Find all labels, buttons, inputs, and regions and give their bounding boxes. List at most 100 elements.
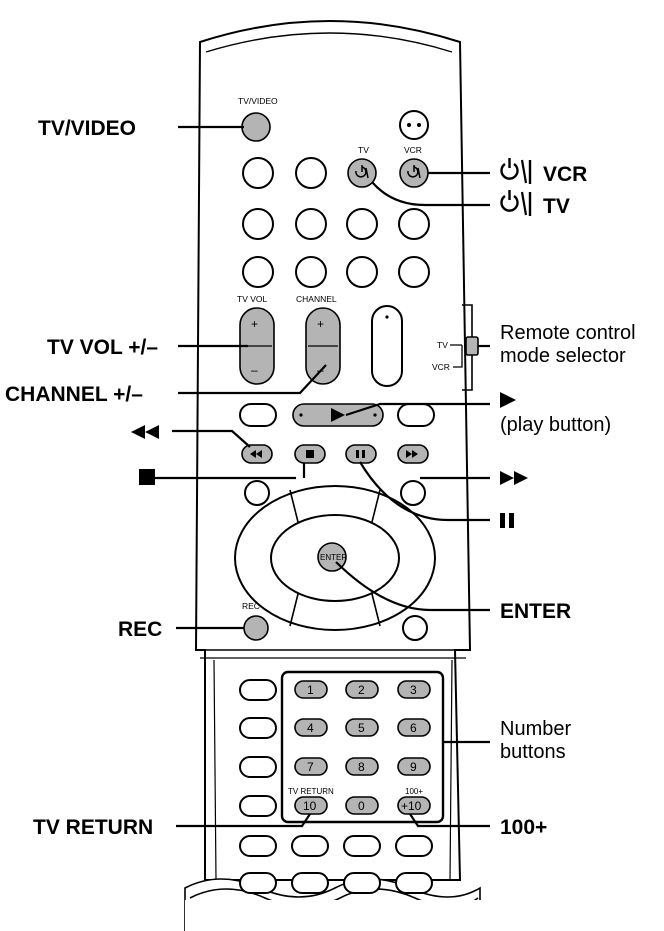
rec-button[interactable]	[243, 615, 269, 641]
enter-small-label: ENTER	[320, 553, 347, 562]
jog-button[interactable]	[371, 305, 403, 387]
sensor-window	[399, 110, 429, 140]
callout-number-line2: buttons	[500, 741, 566, 763]
number-button-2[interactable]	[345, 680, 379, 699]
number-button-6[interactable]	[397, 718, 431, 737]
switch-vcr-label: VCR	[432, 362, 450, 372]
button-r2-3[interactable]	[346, 208, 378, 240]
left-button-2[interactable]	[239, 717, 277, 739]
number-label-5: 5	[358, 721, 365, 735]
bottom-row2-button-2[interactable]	[291, 872, 329, 894]
number-label-plus10: +10	[401, 799, 422, 813]
pause-callout-icon	[500, 513, 514, 528]
rec-small-label: REC	[242, 601, 260, 611]
number-label-6: 6	[410, 721, 417, 735]
button-r3-4[interactable]	[398, 256, 430, 288]
number-button-5[interactable]	[345, 718, 379, 737]
channel-plus-sign: +	[317, 317, 324, 331]
power-vcr-callout-icon	[500, 158, 532, 184]
stop-button[interactable]	[294, 444, 326, 464]
callout-mode-selector-line1: Remote control	[500, 322, 636, 344]
number-label-4: 4	[307, 721, 314, 735]
pause-button[interactable]	[345, 444, 377, 464]
bottom-row2-button-1[interactable]	[239, 872, 277, 894]
fast-forward-button[interactable]	[397, 444, 429, 464]
button-below-rewind[interactable]	[244, 480, 270, 506]
tv-vol-plus-sign: +	[251, 317, 258, 331]
number-label-9: 9	[410, 760, 417, 774]
left-button-3[interactable]	[239, 756, 277, 778]
callout-tv-vol: TV VOL +/–	[47, 336, 158, 359]
tv-vol-minus-sign: –	[251, 363, 258, 377]
switch-tv-label: TV	[437, 340, 448, 350]
bottom-row2-button-3[interactable]	[343, 872, 381, 894]
callout-mode-selector-line2: mode selector	[500, 345, 626, 367]
callout-play-line2: (play button)	[500, 414, 611, 436]
tv-return-button[interactable]	[294, 796, 328, 815]
vcr-power-button[interactable]	[399, 158, 429, 188]
callout-tv-return: TV RETURN	[33, 816, 153, 839]
channel-small-label: CHANNEL	[296, 294, 337, 304]
tv-video-small-label: TV/VIDEO	[238, 96, 278, 106]
callout-power-tv: TV	[543, 195, 570, 218]
number-label-1: 1	[307, 683, 314, 697]
button-below-nav-right[interactable]	[402, 615, 428, 641]
leader-lines	[155, 125, 490, 828]
number-button-9[interactable]	[397, 757, 431, 776]
number-button-3[interactable]	[397, 680, 431, 699]
play-callout-icon	[500, 392, 516, 408]
rewind-callout-icon	[131, 425, 159, 439]
bottom-row1-button-1[interactable]	[239, 835, 277, 857]
bottom-row2-button-4[interactable]	[395, 872, 433, 894]
number-button-1[interactable]	[294, 680, 328, 699]
button-r3-3[interactable]	[346, 256, 378, 288]
vcr-power-small-label: VCR	[404, 145, 422, 155]
callout-rec: REC	[118, 618, 162, 641]
button-r2-1[interactable]	[242, 208, 274, 240]
hundred-plus-small-label: 100+	[405, 787, 423, 796]
left-button-1[interactable]	[239, 679, 277, 701]
tv-power-button[interactable]	[347, 158, 377, 188]
channel-rocker[interactable]	[305, 307, 341, 385]
callout-hundred-plus: 100+	[500, 816, 547, 839]
bottom-row1-button-3[interactable]	[343, 835, 381, 857]
number-button-8[interactable]	[345, 757, 379, 776]
bottom-row1-button-2[interactable]	[291, 835, 329, 857]
left-button-4[interactable]	[239, 795, 277, 817]
button-r2-2[interactable]	[295, 208, 327, 240]
number-buttons	[294, 680, 431, 815]
number-label-10: 10	[303, 799, 317, 813]
hundred-plus-button[interactable]	[397, 796, 431, 815]
button-r3-1[interactable]	[242, 256, 274, 288]
button-transport-left[interactable]	[239, 403, 277, 427]
button-below-ff[interactable]	[400, 480, 426, 506]
mode-selector-switch[interactable]	[465, 336, 479, 356]
button-r1-1[interactable]	[242, 157, 274, 189]
button-r3-2[interactable]	[295, 256, 327, 288]
ff-callout-icon	[500, 471, 528, 485]
number-label-3: 3	[410, 683, 417, 697]
callout-channel: CHANNEL +/–	[5, 383, 143, 406]
tv-vol-small-label: TV VOL	[237, 294, 268, 304]
stop-callout-icon	[139, 469, 155, 485]
number-button-4[interactable]	[294, 718, 328, 737]
callout-enter: ENTER	[500, 600, 571, 623]
number-label-7: 7	[307, 760, 314, 774]
number-button-7[interactable]	[294, 757, 328, 776]
number-label-8: 8	[358, 760, 365, 774]
button-r1-2[interactable]	[295, 157, 327, 189]
tv-power-small-label: TV	[358, 145, 369, 155]
number-label-2: 2	[358, 683, 365, 697]
rewind-button[interactable]	[241, 444, 273, 464]
button-r2-4[interactable]	[398, 208, 430, 240]
power-tv-callout-icon	[500, 190, 532, 216]
bottom-row1-button-4[interactable]	[395, 835, 433, 857]
remote-body	[184, 20, 485, 931]
callout-tv-video: TV/VIDEO	[38, 117, 136, 140]
callout-number-line1: Number	[500, 718, 571, 740]
number-label-0: 0	[358, 799, 365, 813]
button-transport-right[interactable]	[397, 403, 435, 427]
tv-video-button[interactable]	[241, 112, 271, 142]
number-button-0[interactable]	[345, 796, 379, 815]
